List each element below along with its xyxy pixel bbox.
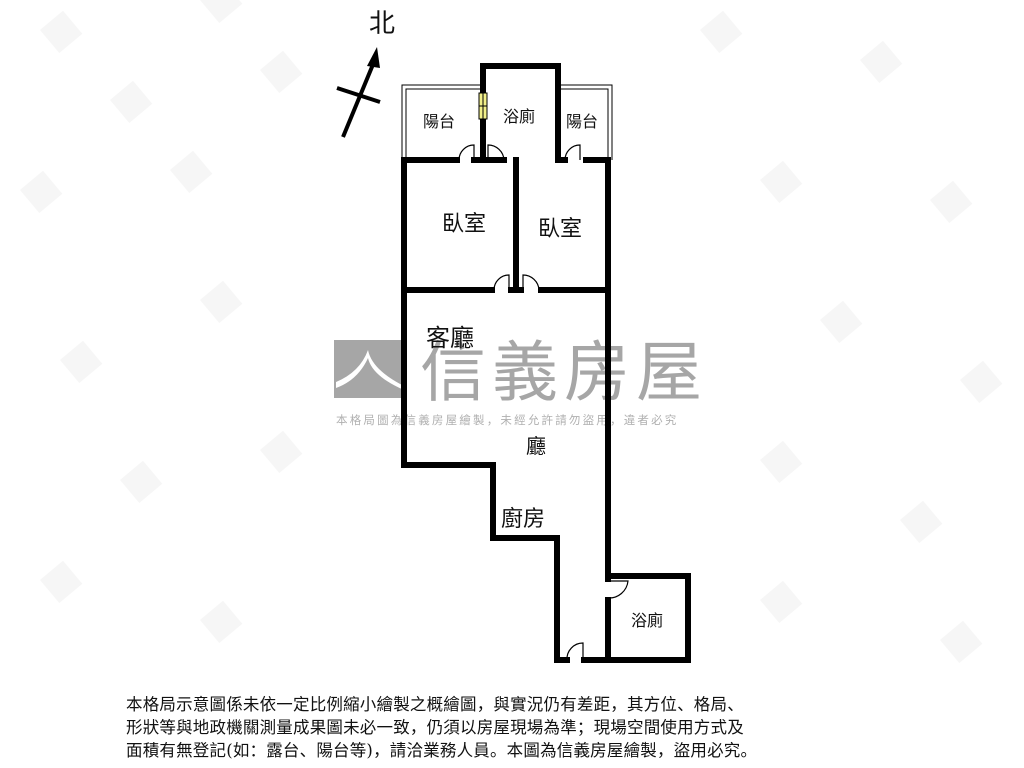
room-label-bedroom-right: 臥室 xyxy=(538,217,582,242)
disclaimer-line: 面積有無登記(如：露台、陽台等)，請洽業務人員。本圖為信義房屋繪製，盜用必究。 xyxy=(126,741,758,760)
room-label-kitchen: 廚房 xyxy=(501,507,545,532)
brand-logo-icon xyxy=(334,340,404,398)
room-label-dining-hall: 廳 xyxy=(526,434,546,458)
north-arrow-icon: 北 xyxy=(336,9,395,138)
north-label: 北 xyxy=(369,9,395,39)
watermark-notice: 本格局圖為信義房屋繪製，未經允許請勿盜用，違者必究 xyxy=(336,413,679,427)
door-bedroom-left xyxy=(493,274,510,291)
door-icons xyxy=(458,144,629,661)
walls xyxy=(401,63,691,663)
room-label-balcony-left: 陽台 xyxy=(423,112,455,131)
door-balcony-left xyxy=(458,144,475,161)
door-bathroom-top xyxy=(487,144,505,161)
brand-watermark-text: 信義房屋 xyxy=(420,334,708,411)
room-label-bathroom-bottom: 浴廁 xyxy=(631,611,663,630)
door-bathroom-bottom xyxy=(607,580,629,599)
disclaimer-line: 本格局示意圖係未依一定比例縮小繪製之概繪圖，與實況仍有差距，其方位、格局、 xyxy=(126,695,744,714)
disclaimer-line: 形狀等與地政機關測量成果圖未必一致，仍須以房屋現場為準；現場空間使用方式及 xyxy=(126,718,744,737)
room-labels: 陽台 浴廁 陽台 臥室 臥室 客廳 廳 廚房 浴廁 xyxy=(423,107,663,630)
room-label-balcony-right: 陽台 xyxy=(566,112,598,131)
window-icon xyxy=(478,92,488,120)
room-label-bathroom-top: 浴廁 xyxy=(503,107,535,126)
room-label-bedroom-left: 臥室 xyxy=(442,212,486,237)
door-entrance xyxy=(566,642,584,661)
door-balcony-right xyxy=(564,144,581,161)
door-bedroom-right xyxy=(522,274,540,291)
balcony-walls xyxy=(401,84,613,160)
brand-watermark: 信義房屋 本格局圖為信義房屋繪製，未經允許請勿盜用，違者必究 xyxy=(334,334,708,427)
disclaimer-text: 本格局示意圖係未依一定比例縮小繪製之概繪圖，與實況仍有差距，其方位、格局、 形狀… xyxy=(126,693,906,762)
room-label-living-room: 客廳 xyxy=(426,324,474,352)
background-watermark-pattern xyxy=(20,0,1003,663)
